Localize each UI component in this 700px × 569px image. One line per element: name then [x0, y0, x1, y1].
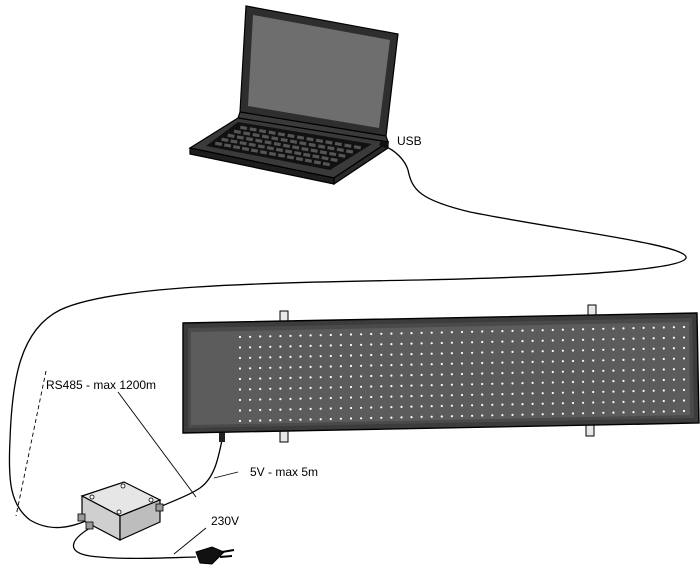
- power5v-label: 5V - max 5m: [250, 465, 318, 479]
- power-plug-icon: [195, 546, 235, 565]
- controller-box-icon: SD: [77, 481, 164, 541]
- panel-connector: [219, 432, 225, 442]
- mains-cable: [72, 527, 197, 560]
- laptop-icon: [188, 5, 399, 186]
- led-display-icon: [182, 304, 700, 443]
- rs485-label: RS485 - max 1200m: [46, 378, 156, 392]
- usb-cable: [8, 145, 687, 529]
- power-5v-cable: [161, 439, 223, 507]
- rs485-leader-line: [15, 370, 47, 517]
- mains-label: 230V: [211, 514, 239, 528]
- usb-label: USB: [397, 134, 422, 148]
- mains-leader-line: [173, 527, 207, 555]
- rs485-leader-line-2: [117, 391, 197, 498]
- power5v-leader-line: [213, 471, 239, 479]
